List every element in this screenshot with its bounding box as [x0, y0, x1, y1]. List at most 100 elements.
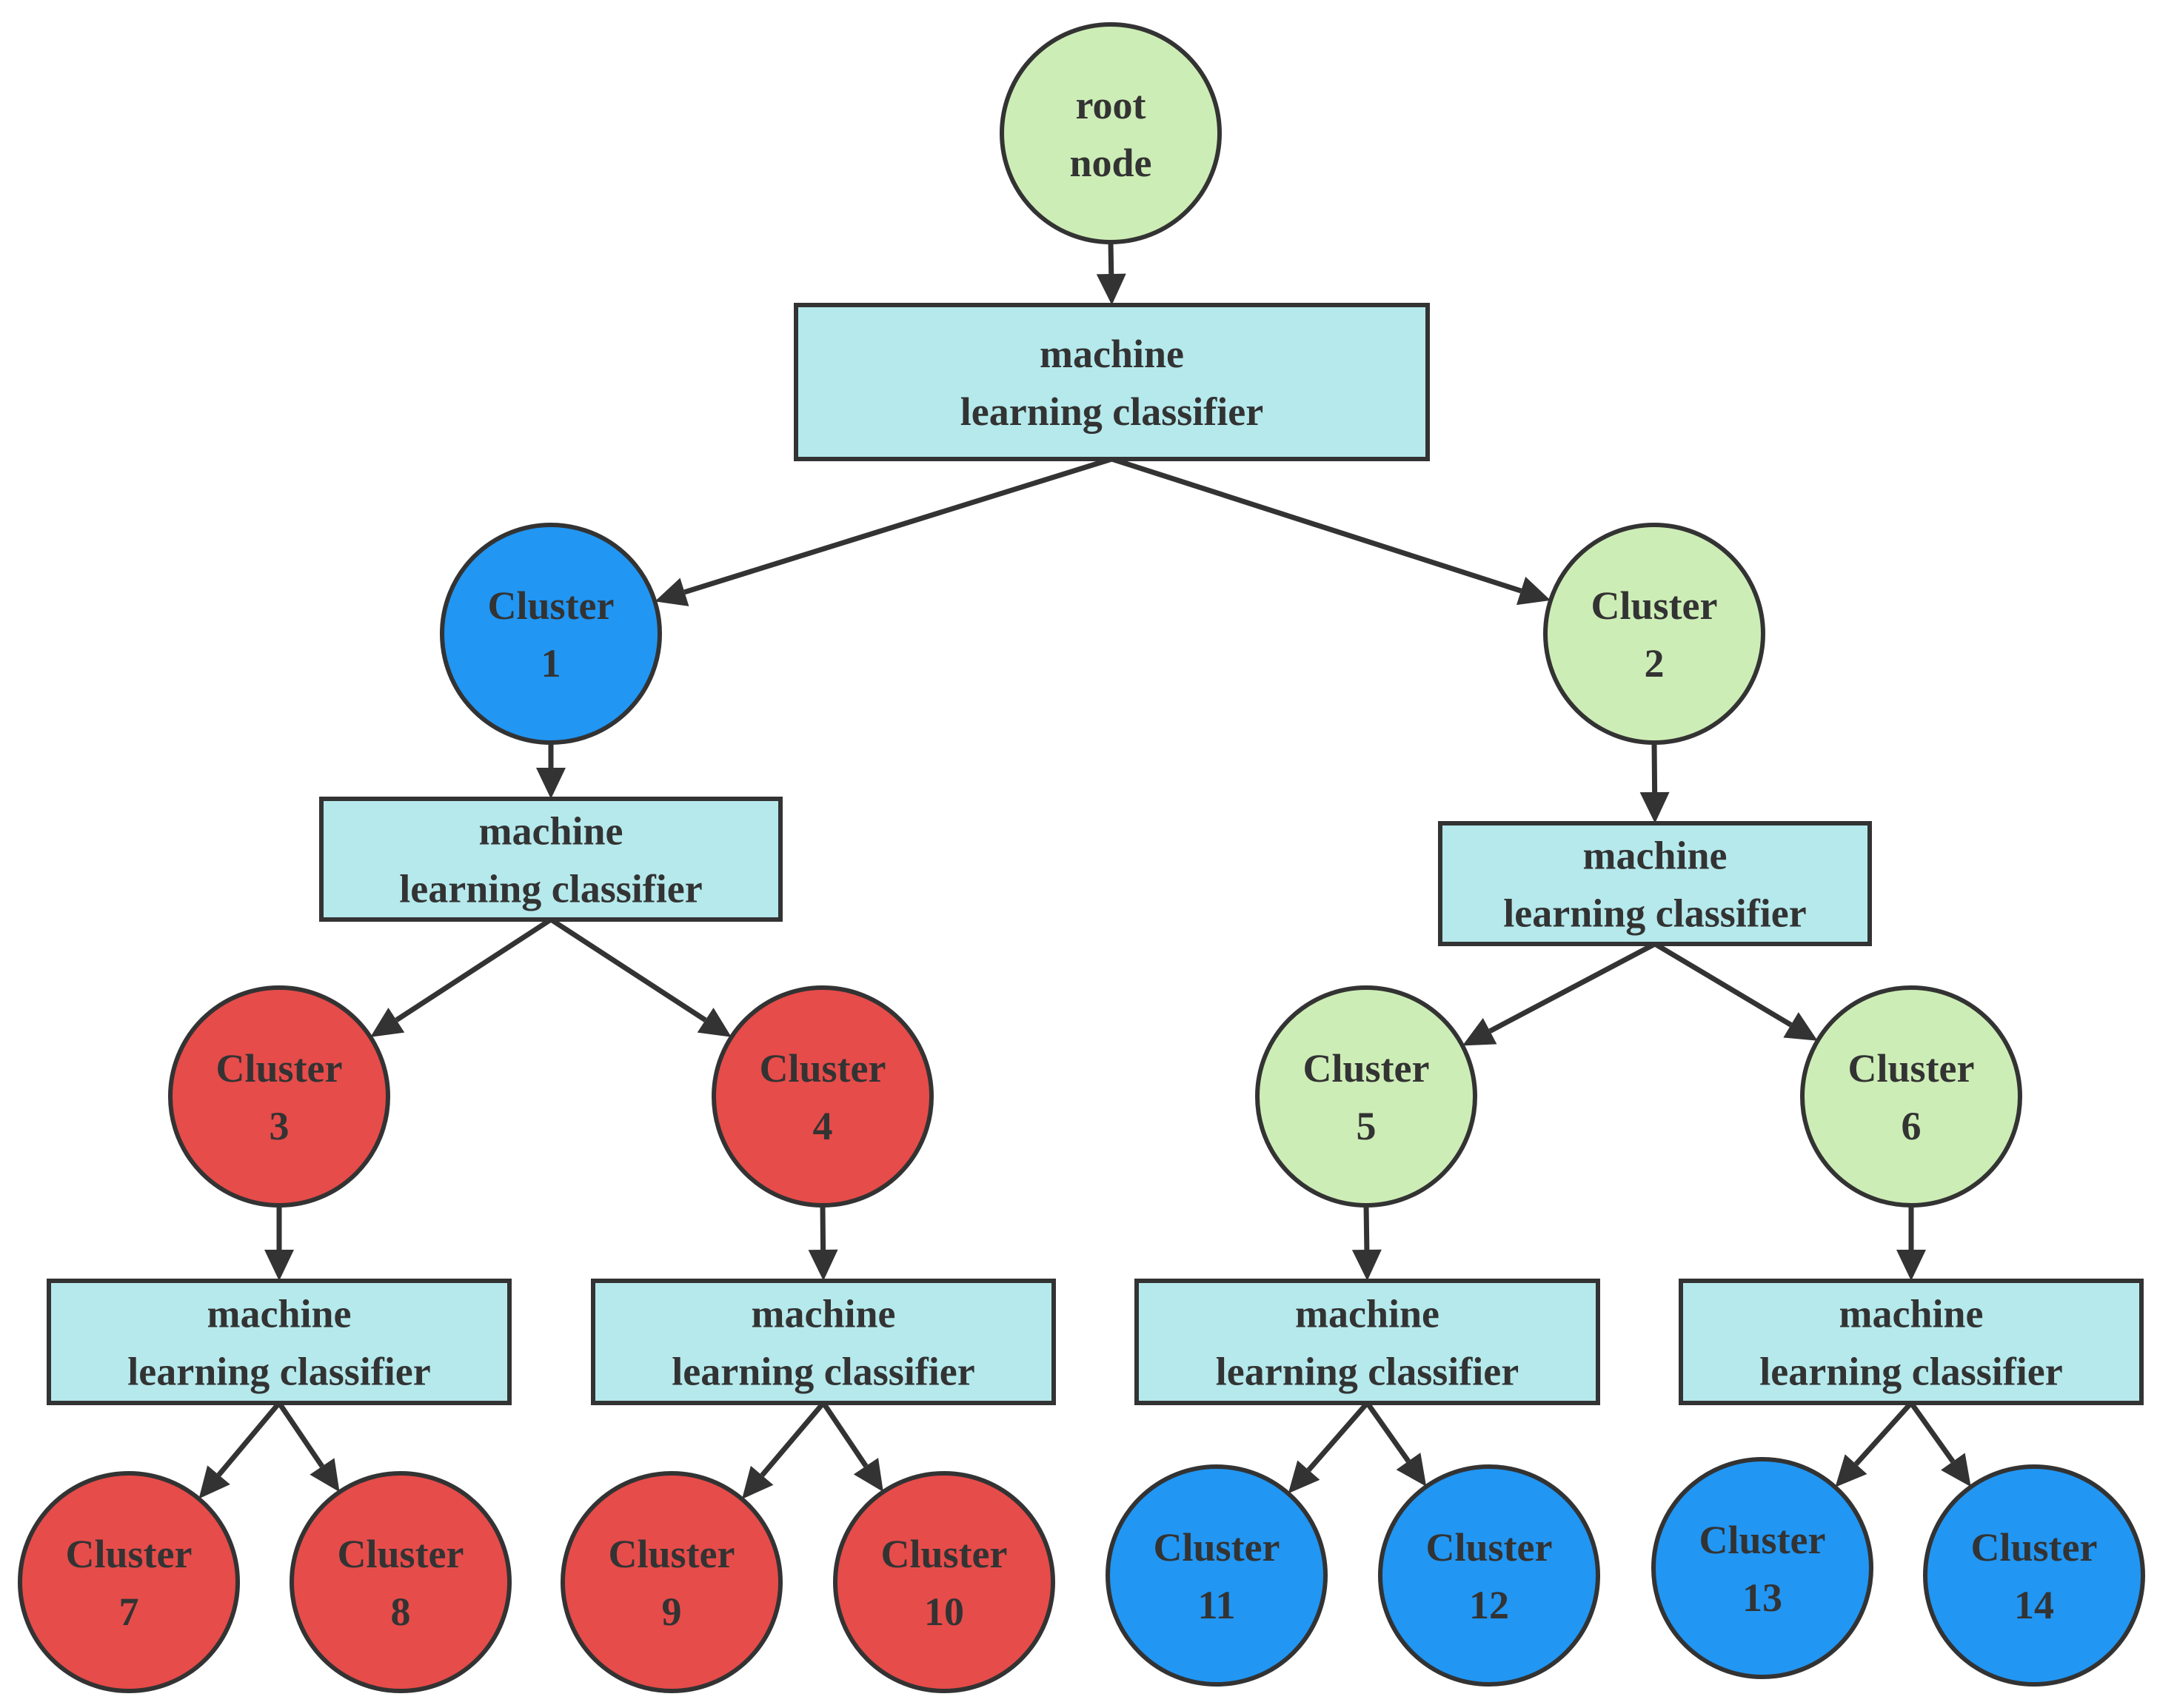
- classifier-box-rect: [794, 303, 1430, 461]
- cluster-10-label-line2: 10: [924, 1590, 964, 1634]
- edge-line: [1306, 1401, 1370, 1472]
- classifier-box-rect: [1679, 1279, 2144, 1405]
- edge-line: [216, 1401, 281, 1477]
- cluster-4-circle: [712, 985, 934, 1208]
- edge-5-to-c5: [1351, 1205, 1382, 1281]
- cluster-10-label-line1: Cluster: [881, 1532, 1008, 1576]
- cluster-4-label-line2: 4: [813, 1104, 833, 1148]
- cluster-14-circle: [1923, 1464, 2145, 1687]
- cluster-14-label-line1: Cluster: [1971, 1525, 2098, 1570]
- arrowhead-icon: [264, 1250, 294, 1281]
- cluster-2-label-line1: Cluster: [1591, 583, 1718, 628]
- cluster-6-circle: [1800, 985, 2022, 1208]
- cluster-12-label-line2: 12: [1469, 1583, 1509, 1627]
- classifier-label-line1: machine: [479, 808, 623, 853]
- edge-line: [821, 1401, 869, 1468]
- edge-c1-to-4: [549, 917, 732, 1037]
- edge-c5-to-11: [1288, 1401, 1370, 1494]
- classifier-label-line1: machine: [1839, 1291, 1984, 1336]
- classifier-label-line2: learning classifier: [127, 1349, 430, 1393]
- cluster-8-label-line2: 8: [391, 1590, 411, 1634]
- classifier-label-line1: machine: [1583, 833, 1728, 877]
- cluster-12-label-line1: Cluster: [1426, 1525, 1553, 1570]
- cluster-node-10: Cluster 10: [833, 1471, 1055, 1693]
- arrowhead-icon: [1462, 1018, 1497, 1046]
- arrowhead-icon: [1783, 1012, 1818, 1041]
- cluster-node-9: Cluster 9: [561, 1471, 783, 1693]
- edge-line: [1653, 941, 1793, 1028]
- cluster-8-circle: [290, 1471, 512, 1693]
- classifier-label-line1: machine: [1295, 1291, 1439, 1336]
- classifier-box-rect: [1134, 1279, 1600, 1405]
- edge-c1-to-3: [370, 917, 552, 1037]
- edge-c2-to-5: [1462, 941, 1656, 1046]
- edge-line: [549, 917, 707, 1022]
- edge-c0-to-2: [1111, 456, 1551, 606]
- root-node-label-line2: node: [1069, 141, 1151, 185]
- cluster-9-label-line2: 9: [662, 1590, 682, 1634]
- root-node-label-line1: root: [1076, 83, 1146, 127]
- cluster-7-circle: [18, 1471, 240, 1693]
- classifier-box: machine learning classifier: [319, 797, 783, 922]
- edge-line: [395, 917, 552, 1022]
- arrowhead-icon: [1396, 1453, 1427, 1487]
- classifier-label-line2: learning classifier: [399, 866, 702, 911]
- cluster-14-label-line2: 14: [2014, 1583, 2054, 1627]
- classifier-label-line2: learning classifier: [1503, 891, 1806, 935]
- cluster-13-label-line2: 13: [1742, 1575, 1782, 1620]
- cluster-7-label-line2: 7: [119, 1590, 139, 1634]
- arrowhead-icon: [1639, 791, 1670, 823]
- cluster-3-circle: [168, 985, 390, 1208]
- cluster-3-label-line1: Cluster: [216, 1046, 343, 1091]
- cluster-node-14: Cluster 14: [1923, 1464, 2145, 1687]
- edge-2-to-c2: [1639, 742, 1670, 823]
- edge-1-to-c1: [536, 743, 566, 799]
- arrowhead-icon: [310, 1458, 340, 1493]
- edge-c6-to-14: [1909, 1401, 1971, 1487]
- classifier-box: machine learning classifier: [1134, 1279, 1600, 1405]
- edge-c2-to-6: [1653, 941, 1818, 1041]
- arrowhead-icon: [1941, 1453, 1971, 1487]
- edge-c0-to-1: [655, 456, 1113, 606]
- edge-line: [1488, 941, 1656, 1034]
- edge-line: [1853, 1401, 1913, 1466]
- cluster-9-circle: [561, 1471, 783, 1693]
- cluster-13-circle: [1651, 1457, 1873, 1679]
- arrowhead-icon: [370, 1008, 405, 1037]
- arrowhead-icon: [808, 1249, 838, 1281]
- edge-c5-to-12: [1365, 1401, 1427, 1487]
- cluster-6-label-line1: Cluster: [1848, 1046, 1975, 1091]
- classifier-box: machine learning classifier: [1679, 1279, 2144, 1405]
- arrowhead-icon: [1896, 1250, 1926, 1281]
- classifier-box-rect: [1438, 821, 1872, 946]
- root-node: root node: [1000, 22, 1222, 244]
- classifier-box: machine learning classifier: [1438, 821, 1872, 946]
- nodes-layer: root node machine learning classifier machin…: [18, 22, 2145, 1693]
- classifier-label-line1: machine: [752, 1291, 896, 1336]
- edge-line: [1363, 1205, 1370, 1250]
- classifier-label-line2: learning classifier: [960, 389, 1263, 434]
- classifier-label-line2: learning classifier: [1759, 1349, 2062, 1393]
- classifier-label-line2: learning classifier: [672, 1349, 974, 1393]
- edge-3-to-c3: [264, 1205, 294, 1281]
- cluster-1-label-line1: Cluster: [488, 583, 615, 628]
- arrowhead-icon: [655, 577, 689, 606]
- classifier-box-rect: [591, 1279, 1056, 1405]
- cluster-9-label-line1: Cluster: [609, 1532, 735, 1576]
- cluster-node-12: Cluster 12: [1378, 1464, 1600, 1687]
- classifier-label-line2: learning classifier: [1216, 1349, 1519, 1393]
- edge-line: [1909, 1401, 1956, 1464]
- arrowhead-icon: [1096, 273, 1126, 305]
- edge-line: [1365, 1401, 1411, 1463]
- cluster-2-circle: [1543, 523, 1765, 745]
- cluster-12-circle: [1378, 1464, 1600, 1687]
